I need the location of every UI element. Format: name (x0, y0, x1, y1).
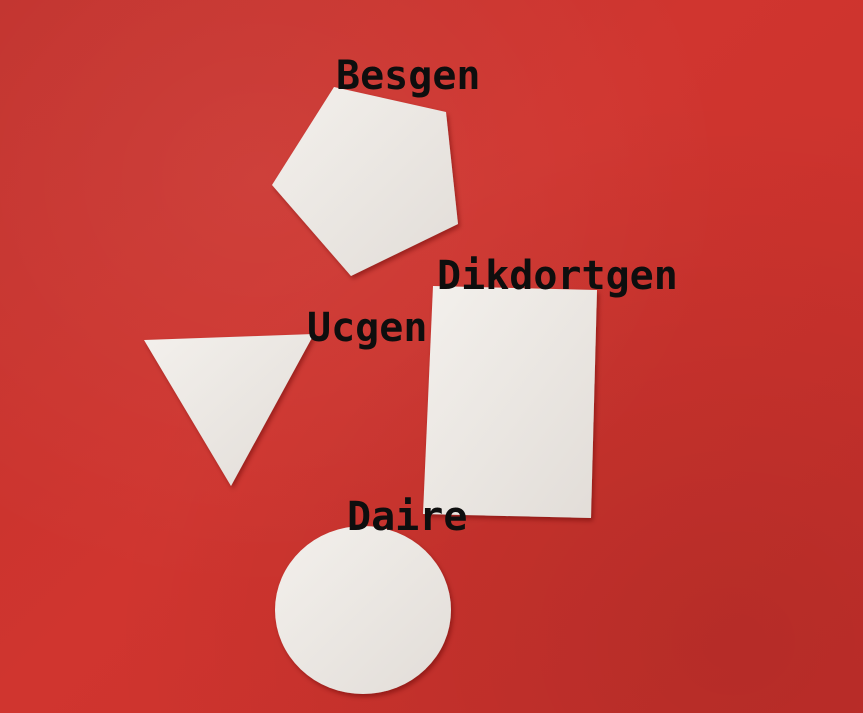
rectangle-shape (423, 286, 597, 518)
triangle-label: Ucgen (307, 305, 428, 351)
pentagon-label: Besgen (336, 53, 481, 99)
triangle-shape (144, 334, 314, 486)
circle-label: Daire (347, 494, 468, 540)
pentagon-shape (272, 87, 458, 276)
circle-shape (275, 526, 451, 694)
rectangle-label: Dikdortgen (437, 253, 678, 299)
